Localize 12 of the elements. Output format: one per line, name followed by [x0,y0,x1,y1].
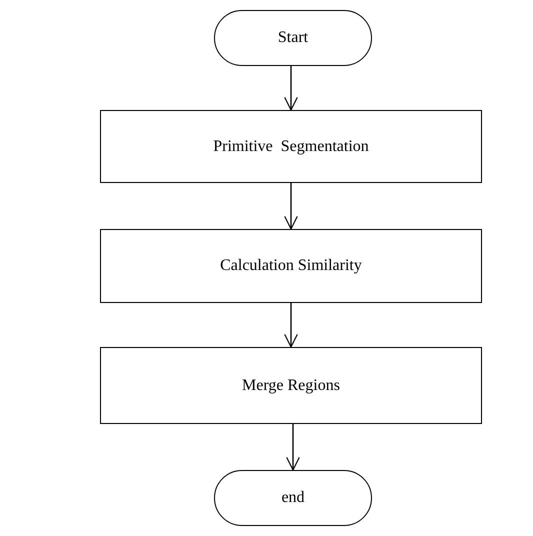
process-box [100,110,482,183]
node-label: Start [278,29,308,47]
arrow [286,424,300,471]
node-label: Primitive Segmentation [213,138,369,156]
arrow [284,303,298,348]
node-label: Merge Regions [242,376,340,394]
node-label: end [281,489,305,507]
process-box [100,229,482,303]
arrow [284,183,298,230]
node-label: Calculation Similarity [220,257,362,275]
process-box [100,347,482,424]
arrow [284,66,298,111]
